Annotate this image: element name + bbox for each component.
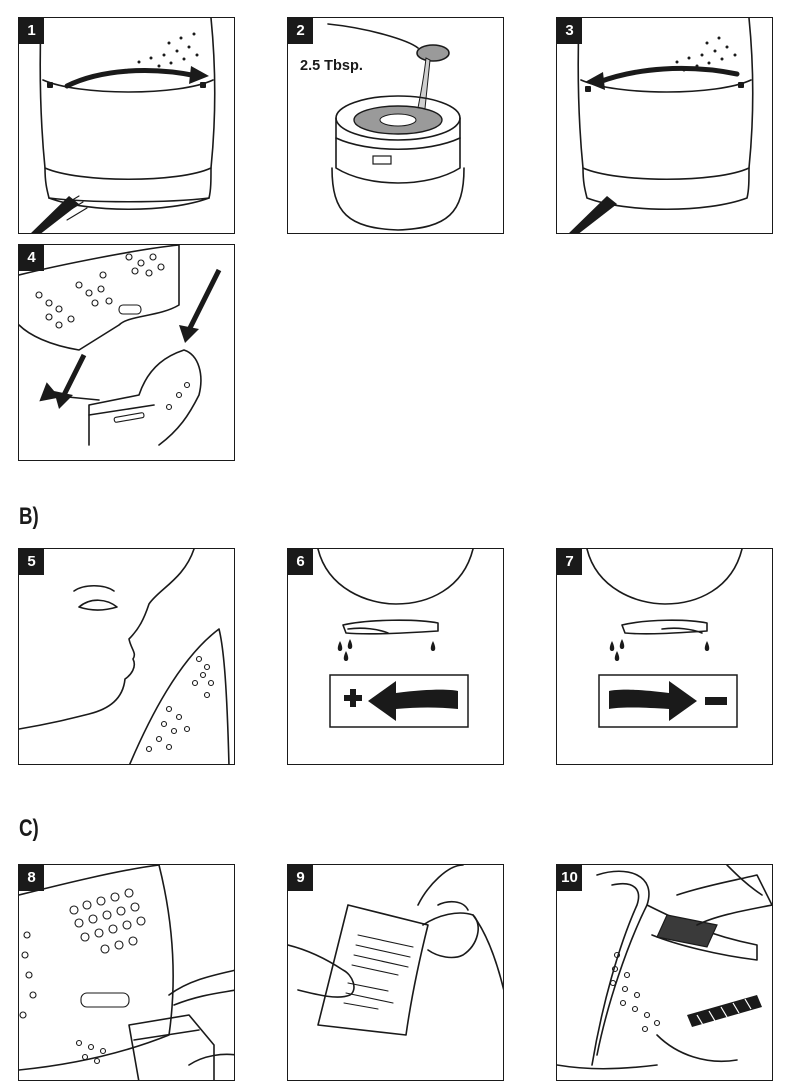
- step-number: 10: [557, 865, 582, 891]
- step-2-illustration: [327, 23, 465, 231]
- step-7-panel: 7: [556, 548, 773, 765]
- step-number: 7: [557, 549, 582, 575]
- step-6-illustration: [317, 549, 474, 728]
- step-5-illustration: [19, 549, 230, 764]
- step-number: 8: [19, 865, 44, 891]
- step-8-illustration: [19, 865, 234, 1080]
- step-1-illustration: [31, 18, 216, 233]
- step-number: 4: [19, 245, 44, 271]
- step-4-panel: 4: [18, 244, 235, 461]
- step-number: 5: [19, 549, 44, 575]
- step-5-panel: 5: [18, 548, 235, 765]
- step-number: 3: [557, 18, 582, 44]
- step-3-panel: 3: [556, 17, 773, 234]
- step-number: 2: [288, 18, 313, 44]
- step-number: 9: [288, 865, 313, 891]
- step-4-illustration: [19, 245, 222, 446]
- step-3-illustration: [569, 18, 754, 233]
- section-c-heading: C): [19, 815, 39, 842]
- step-1-panel: 1: [18, 17, 235, 234]
- step-10-panel: 10: [556, 864, 773, 1081]
- step-number: 6: [288, 549, 313, 575]
- step-number: 1: [19, 18, 44, 44]
- step-8-panel: 8: [18, 864, 235, 1081]
- step-9-illustration: [288, 865, 503, 1036]
- step-7-illustration: [586, 549, 743, 728]
- step-2-panel: 2 2.5 Tbsp.: [287, 17, 504, 234]
- measurement-label: 2.5 Tbsp.: [300, 58, 363, 74]
- section-b-heading: B): [19, 503, 39, 530]
- step-10-illustration: [557, 865, 772, 1070]
- step-9-panel: 9: [287, 864, 504, 1081]
- step-6-panel: 6: [287, 548, 504, 765]
